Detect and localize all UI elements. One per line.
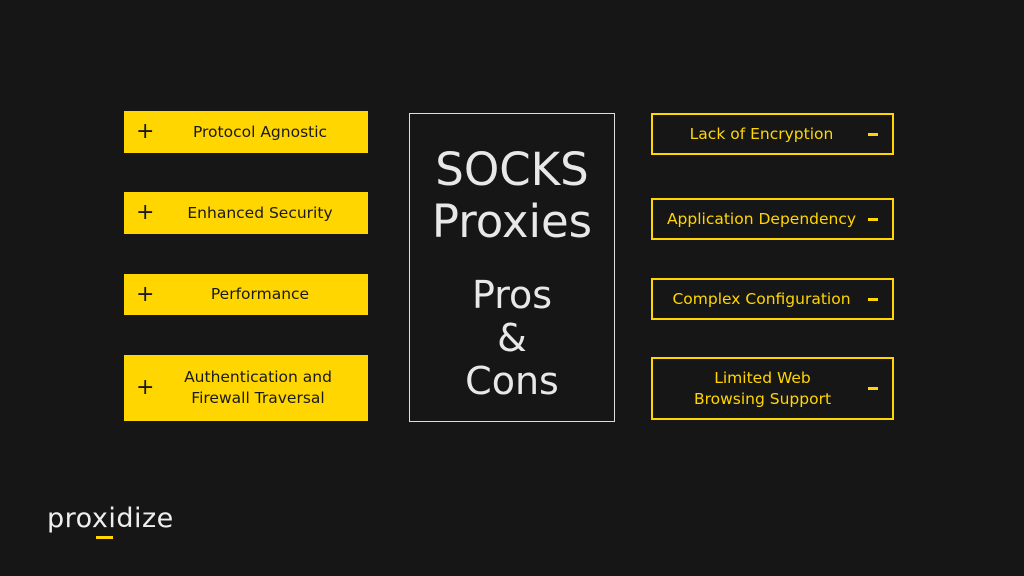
minus-icon — [868, 297, 878, 301]
pro-label: Protocol Agnostic — [192, 122, 328, 141]
minus-icon — [868, 132, 878, 136]
con-label: Application Dependency — [666, 209, 857, 228]
plus-icon: + — [136, 119, 155, 144]
subtitle-line: Pros — [471, 273, 553, 317]
pro-item: + Enhanced Security — [124, 192, 368, 234]
con-label: Lack of Encryption — [689, 124, 834, 143]
plus-icon: + — [136, 281, 155, 307]
title-line: SOCKS — [435, 143, 589, 196]
con-label: Limited Web Browsing Support — [693, 368, 832, 408]
logo-text: proxidize — [47, 503, 174, 534]
plus-icon: + — [136, 375, 155, 400]
subtitle-line: & — [497, 316, 527, 360]
pro-item: + Authentication and Firewall Traversal — [124, 355, 368, 421]
pro-item: + Performance — [124, 274, 368, 315]
pro-label: Authentication and Firewall Traversal — [184, 368, 332, 407]
proxidize-logo: proxidize — [47, 503, 174, 539]
con-item: Lack of Encryption — [651, 113, 894, 155]
minus-icon — [868, 217, 878, 221]
con-item: Application Dependency — [651, 198, 894, 240]
pro-label: Enhanced Security — [187, 203, 333, 222]
logo-underline — [96, 536, 113, 539]
subtitle-line: Cons — [465, 359, 559, 403]
con-item: Complex Configuration — [651, 278, 894, 320]
title-box: SOCKS Proxies Pros & Cons — [409, 113, 615, 422]
pro-item: + Protocol Agnostic — [124, 111, 368, 153]
con-item: Limited Web Browsing Support — [651, 357, 894, 420]
con-label: Complex Configuration — [672, 289, 851, 308]
plus-icon: + — [136, 200, 155, 225]
pro-label: Performance — [210, 285, 310, 303]
minus-icon — [868, 387, 878, 390]
title-line: Proxies — [431, 195, 593, 248]
